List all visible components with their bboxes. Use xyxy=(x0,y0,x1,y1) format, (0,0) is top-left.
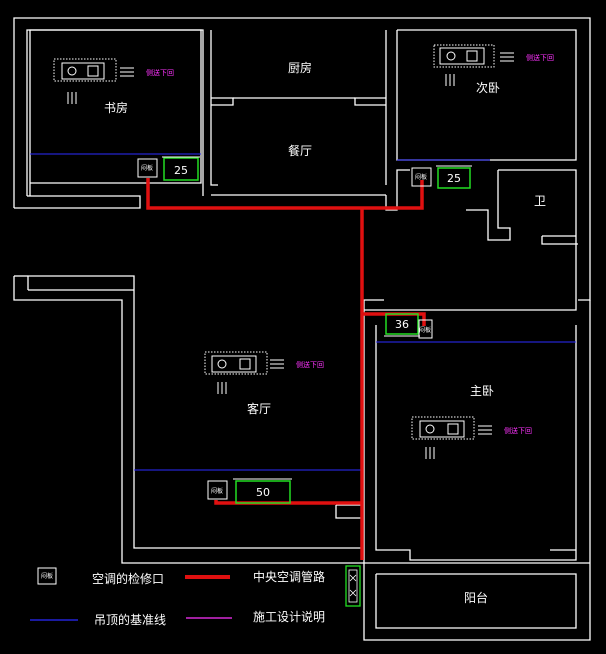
outdoor-unit xyxy=(345,565,361,607)
study-room xyxy=(29,29,202,184)
hall-right-wall xyxy=(363,299,577,311)
legend-access-port-symbol xyxy=(37,567,57,585)
duct-master-branch xyxy=(362,312,426,326)
air-tag-study: 侧送下回 xyxy=(146,68,174,77)
ac-unit-second-bedroom: 25 xyxy=(436,165,472,189)
bathroom-left-wall xyxy=(466,170,511,241)
living-column xyxy=(335,504,363,519)
room-label-bathroom: 卫 xyxy=(534,194,546,208)
ac-unit-study-box xyxy=(163,157,199,181)
room-label-second-bedroom: 次卧 xyxy=(476,81,500,95)
wall-unit-second-bedroom xyxy=(433,44,514,86)
study-bottom-wall xyxy=(14,195,141,209)
access-hatch-master-bedroom-label: 闷板 xyxy=(419,326,431,334)
kitchen-stub-left xyxy=(211,97,234,106)
legend-duct-label: 中央空调管路 xyxy=(253,569,325,584)
access-hatch-second-bedroom: 闷板 xyxy=(411,167,432,187)
central-ac-duct xyxy=(146,178,426,560)
bathroom-stub2 xyxy=(541,236,578,245)
airflow-arrow-icon xyxy=(500,52,514,62)
master-bedroom-room xyxy=(375,325,577,561)
ac-unit-master-bedroom-value: 36 xyxy=(395,318,409,331)
balcony-inner xyxy=(375,573,577,629)
ac-unit-master-bedroom: 36 xyxy=(384,313,420,337)
duct-living-branch xyxy=(214,500,362,505)
access-hatch-living-label: 闷板 xyxy=(211,487,223,495)
room-label-study: 书房 xyxy=(104,100,128,115)
room-label-master-bedroom: 主卧 xyxy=(470,384,494,398)
second-bedroom-room xyxy=(396,29,577,161)
return-arrow-icon xyxy=(67,92,77,104)
ac-unit-master-bedroom-box xyxy=(385,313,419,335)
air-tag-master-bedroom: 侧送下回 xyxy=(504,426,532,435)
ac-unit-second-bedroom-value: 25 xyxy=(447,172,461,185)
return-arrow-icon xyxy=(445,74,455,86)
ac-unit-study: 25 xyxy=(162,156,200,181)
duct-study-branch xyxy=(146,178,362,210)
ac-unit-study-value: 25 xyxy=(174,164,188,177)
legend-access-port-symbol-label: 闷板 xyxy=(41,572,53,580)
living-inner-left xyxy=(28,275,362,549)
wall-unit-master-bedroom xyxy=(411,416,492,459)
second-bedroom-door xyxy=(385,169,410,211)
access-hatch-study: 闷板 xyxy=(137,158,158,178)
room-label-kitchen: 厨房 xyxy=(288,60,312,75)
ac-unit-second-bedroom-box xyxy=(437,167,471,189)
legend: 闷板 空调的检修口 中央空调管路 吊顶的基准线 施工设计说明 xyxy=(30,567,325,627)
wall-unit-living xyxy=(204,351,284,394)
airflow-arrow-icon xyxy=(120,67,134,77)
kitchen-left-wall xyxy=(210,30,218,186)
room-label-living: 客厅 xyxy=(247,401,271,416)
legend-datum-label: 吊顶的基准线 xyxy=(94,612,166,627)
access-hatch-master-bedroom: 闷板 xyxy=(418,319,433,339)
air-tag-second-bedroom: 侧送下回 xyxy=(526,53,554,62)
airflow-arrow-icon xyxy=(270,359,284,369)
kitchen-stub-right xyxy=(354,97,386,106)
legend-access-port-label: 空调的检修口 xyxy=(92,571,164,586)
air-tag-living: 侧送下回 xyxy=(296,360,324,369)
ac-unit-living-box xyxy=(235,480,291,504)
legend-note-label: 施工设计说明 xyxy=(253,609,325,624)
balcony-outer xyxy=(363,563,591,641)
walls xyxy=(13,17,591,641)
access-hatch-living: 闷板 xyxy=(207,480,228,500)
ac-unit-living: 50 xyxy=(233,478,292,504)
ac-unit-living-value: 50 xyxy=(256,486,270,499)
duct-bedroom-branch xyxy=(362,180,424,210)
return-arrow-icon xyxy=(425,447,435,459)
living-left-wall xyxy=(13,276,364,564)
wall-unit-study xyxy=(53,58,134,104)
access-hatch-second-bedroom-label: 闷板 xyxy=(415,173,427,181)
return-arrow-icon xyxy=(217,382,227,394)
access-hatch-study-label: 闷板 xyxy=(141,164,153,172)
room-label-balcony: 阳台 xyxy=(464,590,488,605)
airflow-arrow-icon xyxy=(478,425,492,435)
room-label-dining: 餐厅 xyxy=(288,143,312,158)
bathroom-outer xyxy=(498,169,577,300)
outer-wall-top xyxy=(13,17,591,301)
ceiling-datum-lines xyxy=(30,153,576,471)
